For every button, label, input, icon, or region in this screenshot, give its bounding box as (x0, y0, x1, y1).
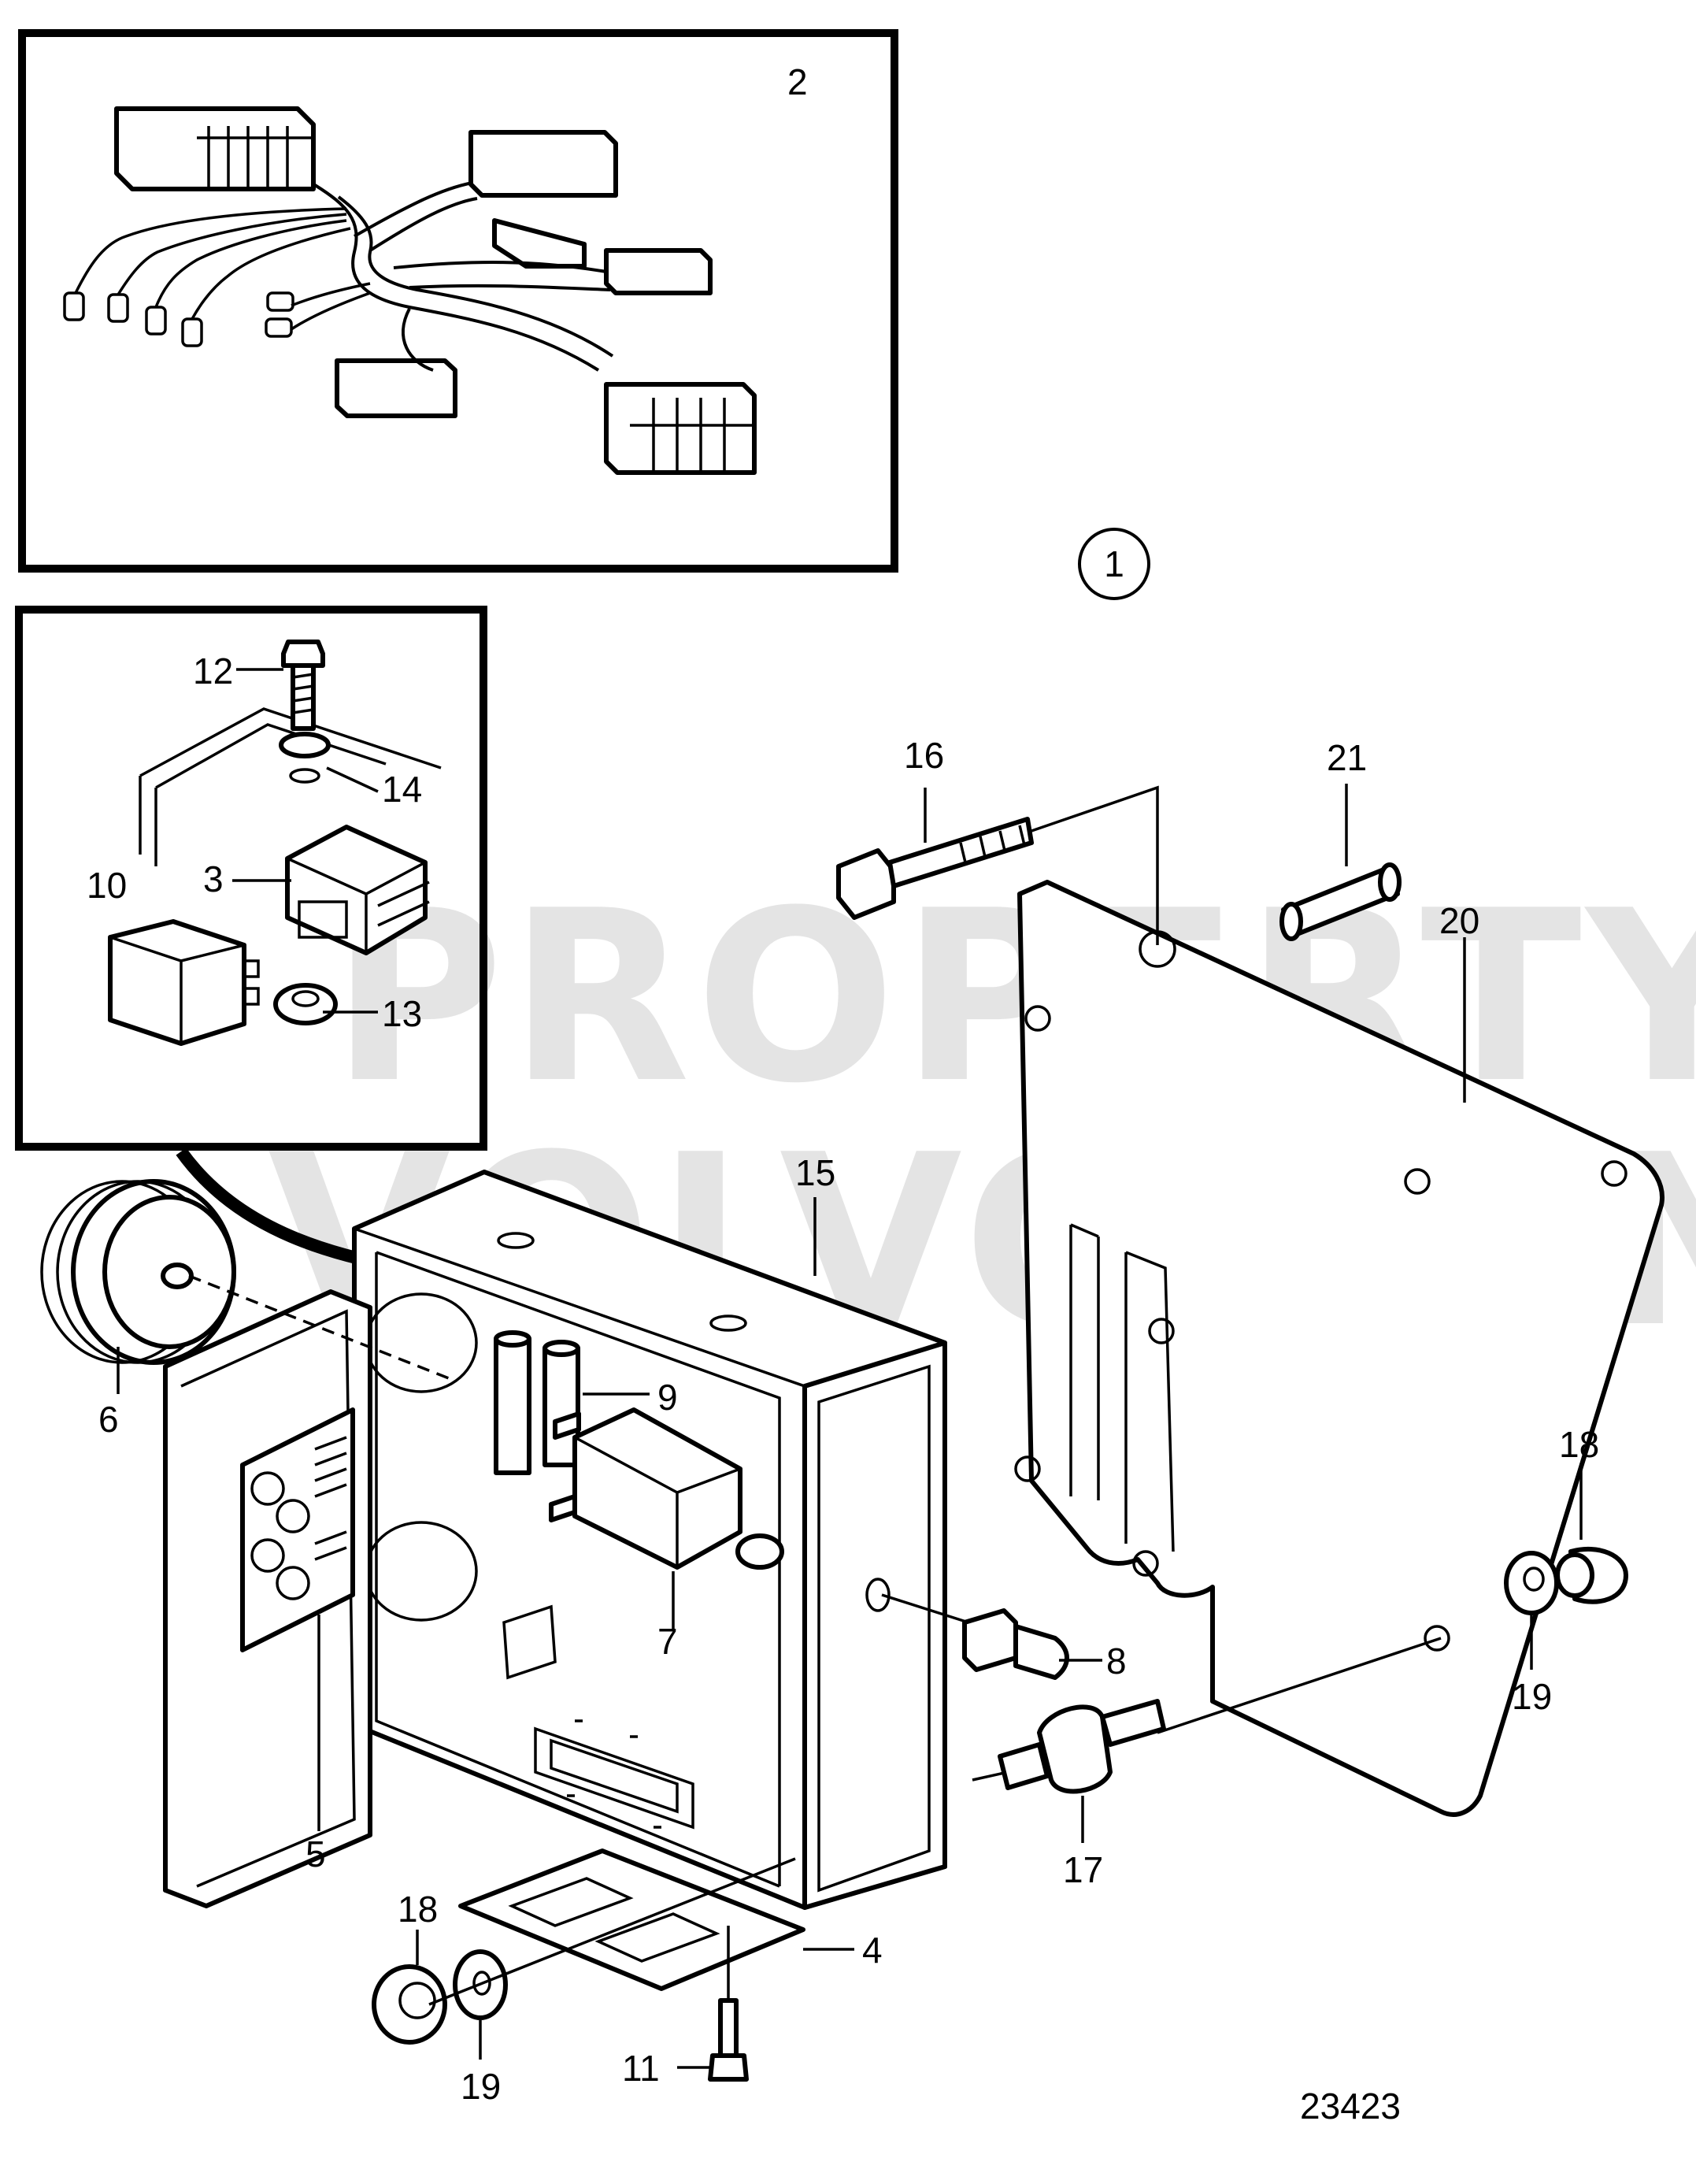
callout-14: 14 (382, 769, 422, 810)
callout-3: 3 (203, 858, 224, 899)
left-fasteners: 18 19 (372, 1857, 796, 2107)
callout-10: 10 (87, 865, 127, 906)
bolt: 16 (836, 735, 1159, 945)
callout-20: 20 (1439, 900, 1479, 941)
callout-9: 9 (657, 1377, 678, 1418)
callout-8: 8 (1106, 1641, 1127, 1682)
plug: 8 (881, 1593, 1127, 1682)
callout-18-right: 18 (1559, 1424, 1599, 1465)
mounting-plate: 20 (1014, 880, 1665, 1817)
internal-components: 9 7 (494, 1330, 784, 1662)
callout-21: 21 (1327, 737, 1367, 778)
callout-18-left: 18 (398, 1889, 438, 1930)
bottom-gasket: 4 11 (458, 1848, 883, 2089)
callout-19-left: 19 (461, 2066, 501, 2107)
callout-19-right: 19 (1512, 1676, 1552, 1717)
callout-12: 12 (193, 651, 233, 692)
callout-6: 6 (98, 1399, 119, 1440)
callout-2: 2 (787, 61, 808, 102)
right-fasteners: 18 19 (1504, 1424, 1628, 1717)
callout-15: 15 (795, 1152, 835, 1193)
spacer-tube: 21 (1279, 737, 1402, 941)
callout-17: 17 (1063, 1849, 1103, 1890)
callout-11: 11 (622, 2048, 660, 2089)
callout-4: 4 (862, 1930, 883, 1971)
inset-wiring-harness: 2 (18, 29, 898, 573)
callout-7: 7 (657, 1621, 678, 1662)
callout-5: 5 (306, 1834, 326, 1874)
reference-number: 23423 (1300, 2086, 1401, 2127)
inset-relay-assembly: 12 14 3 10 13 (15, 606, 487, 1151)
circled-label-text: 1 (1104, 543, 1124, 584)
circled-label-1: 1 (1078, 528, 1150, 600)
callout-16: 16 (904, 735, 944, 776)
callout-13: 13 (382, 993, 422, 1034)
enclosure-lid: 5 (163, 1289, 372, 1908)
vibration-mount: 17 (972, 1637, 1442, 1890)
grommet: 6 (40, 1179, 450, 1440)
